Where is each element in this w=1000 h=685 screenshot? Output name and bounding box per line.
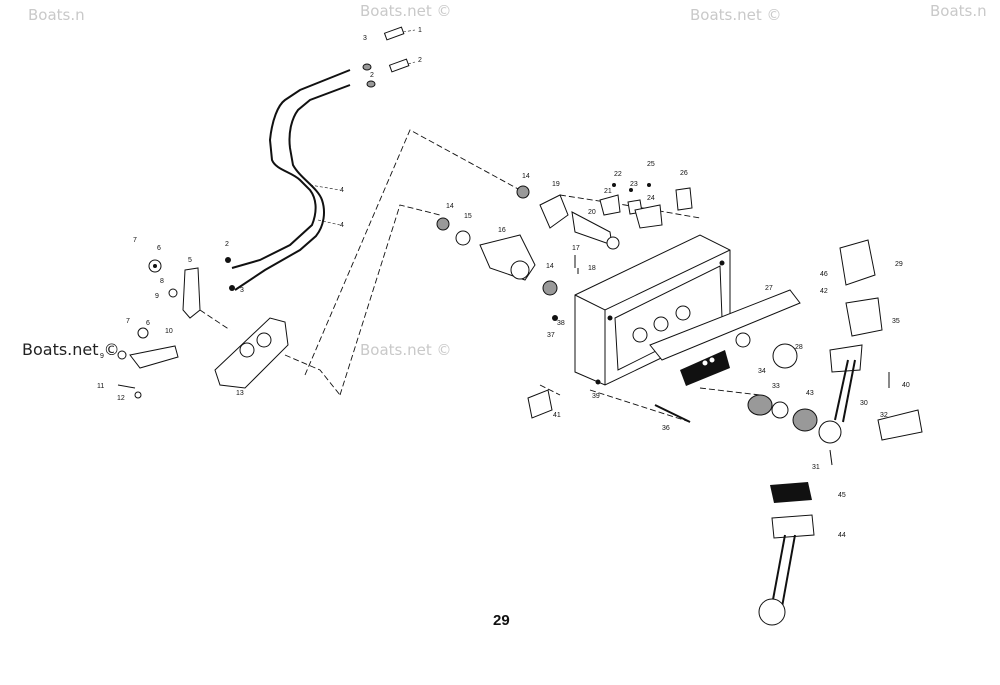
control-lever	[818, 239, 923, 466]
loose-parts	[527, 315, 691, 423]
control-box-internals	[436, 183, 693, 296]
part-label: 4	[340, 187, 344, 194]
control-box-housing	[574, 234, 731, 386]
control-cables	[225, 26, 416, 291]
part-label: 37	[547, 332, 555, 339]
part-label: 45	[838, 492, 846, 499]
part-label: 3	[240, 287, 244, 294]
part-label: 14	[446, 203, 454, 210]
part-label: 40	[902, 382, 910, 389]
part-label: 42	[820, 288, 828, 295]
part-number-labels: 1 2 3 2 4 4 2 3 7 6 5 8 9 7 6 10 9 11 12…	[97, 27, 910, 539]
part-label: 12	[117, 395, 125, 402]
part-label: 15	[464, 213, 472, 220]
part-label: 34	[758, 368, 766, 375]
part-label: 24	[647, 195, 655, 202]
watermark-top-far-right: Boats.n	[930, 2, 987, 20]
part-label: 31	[812, 464, 820, 471]
part-label: 28	[795, 344, 803, 351]
part-label: 6	[146, 320, 150, 327]
part-label: 44	[838, 532, 846, 539]
part-label: 7	[126, 318, 130, 325]
part-label: 1	[418, 27, 422, 34]
part-label: 26	[680, 170, 688, 177]
part-label: 39	[592, 393, 600, 400]
part-label: 25	[647, 161, 655, 168]
part-label: 10	[165, 328, 173, 335]
part-label: 33	[772, 383, 780, 390]
part-label: 7	[133, 237, 137, 244]
part-label: 2	[418, 57, 422, 64]
left-bracket-assembly	[117, 259, 341, 399]
part-label: 3	[363, 35, 367, 42]
part-label: 22	[614, 171, 622, 178]
part-label: 13	[236, 390, 244, 397]
page-number: 29	[493, 612, 510, 629]
part-label: 20	[588, 209, 596, 216]
part-label: 5	[188, 257, 192, 264]
watermark-top-center: Boats.net ©	[360, 2, 452, 20]
part-label: 2	[225, 241, 229, 248]
watermark-center: Boats.net ©	[360, 341, 452, 359]
part-label: 41	[553, 412, 561, 419]
part-label: 17	[572, 245, 580, 252]
part-label: 19	[552, 181, 560, 188]
decal-plates	[649, 289, 801, 386]
part-label: 21	[604, 188, 612, 195]
part-label: 23	[630, 181, 638, 188]
part-label: 29	[895, 261, 903, 268]
foot-pedal	[758, 482, 815, 626]
routing-lines	[304, 129, 761, 423]
part-label: 14	[522, 173, 530, 180]
part-label: 9	[100, 353, 104, 360]
part-label: 35	[892, 318, 900, 325]
part-label: 8	[160, 278, 164, 285]
part-label: 2	[370, 72, 374, 79]
part-label: 27	[765, 285, 773, 292]
part-label: 4	[340, 222, 344, 229]
part-label: 43	[806, 390, 814, 397]
part-label: 32	[880, 412, 888, 419]
part-label: 30	[860, 400, 868, 407]
part-label: 9	[155, 293, 159, 300]
part-label: 18	[588, 265, 596, 272]
part-label: 36	[662, 425, 670, 432]
watermark-top-right: Boats.net ©	[690, 6, 782, 24]
part-label: 11	[97, 383, 104, 390]
part-label: 6	[157, 245, 161, 252]
part-label: 14	[546, 263, 554, 270]
watermark-left: Boats.net ©	[22, 340, 120, 359]
part-label: 38	[557, 320, 565, 327]
part-label: 16	[498, 227, 506, 234]
part-label: 46	[820, 271, 828, 278]
bushings	[747, 394, 818, 432]
watermark-top-left: Boats.n	[28, 6, 85, 24]
